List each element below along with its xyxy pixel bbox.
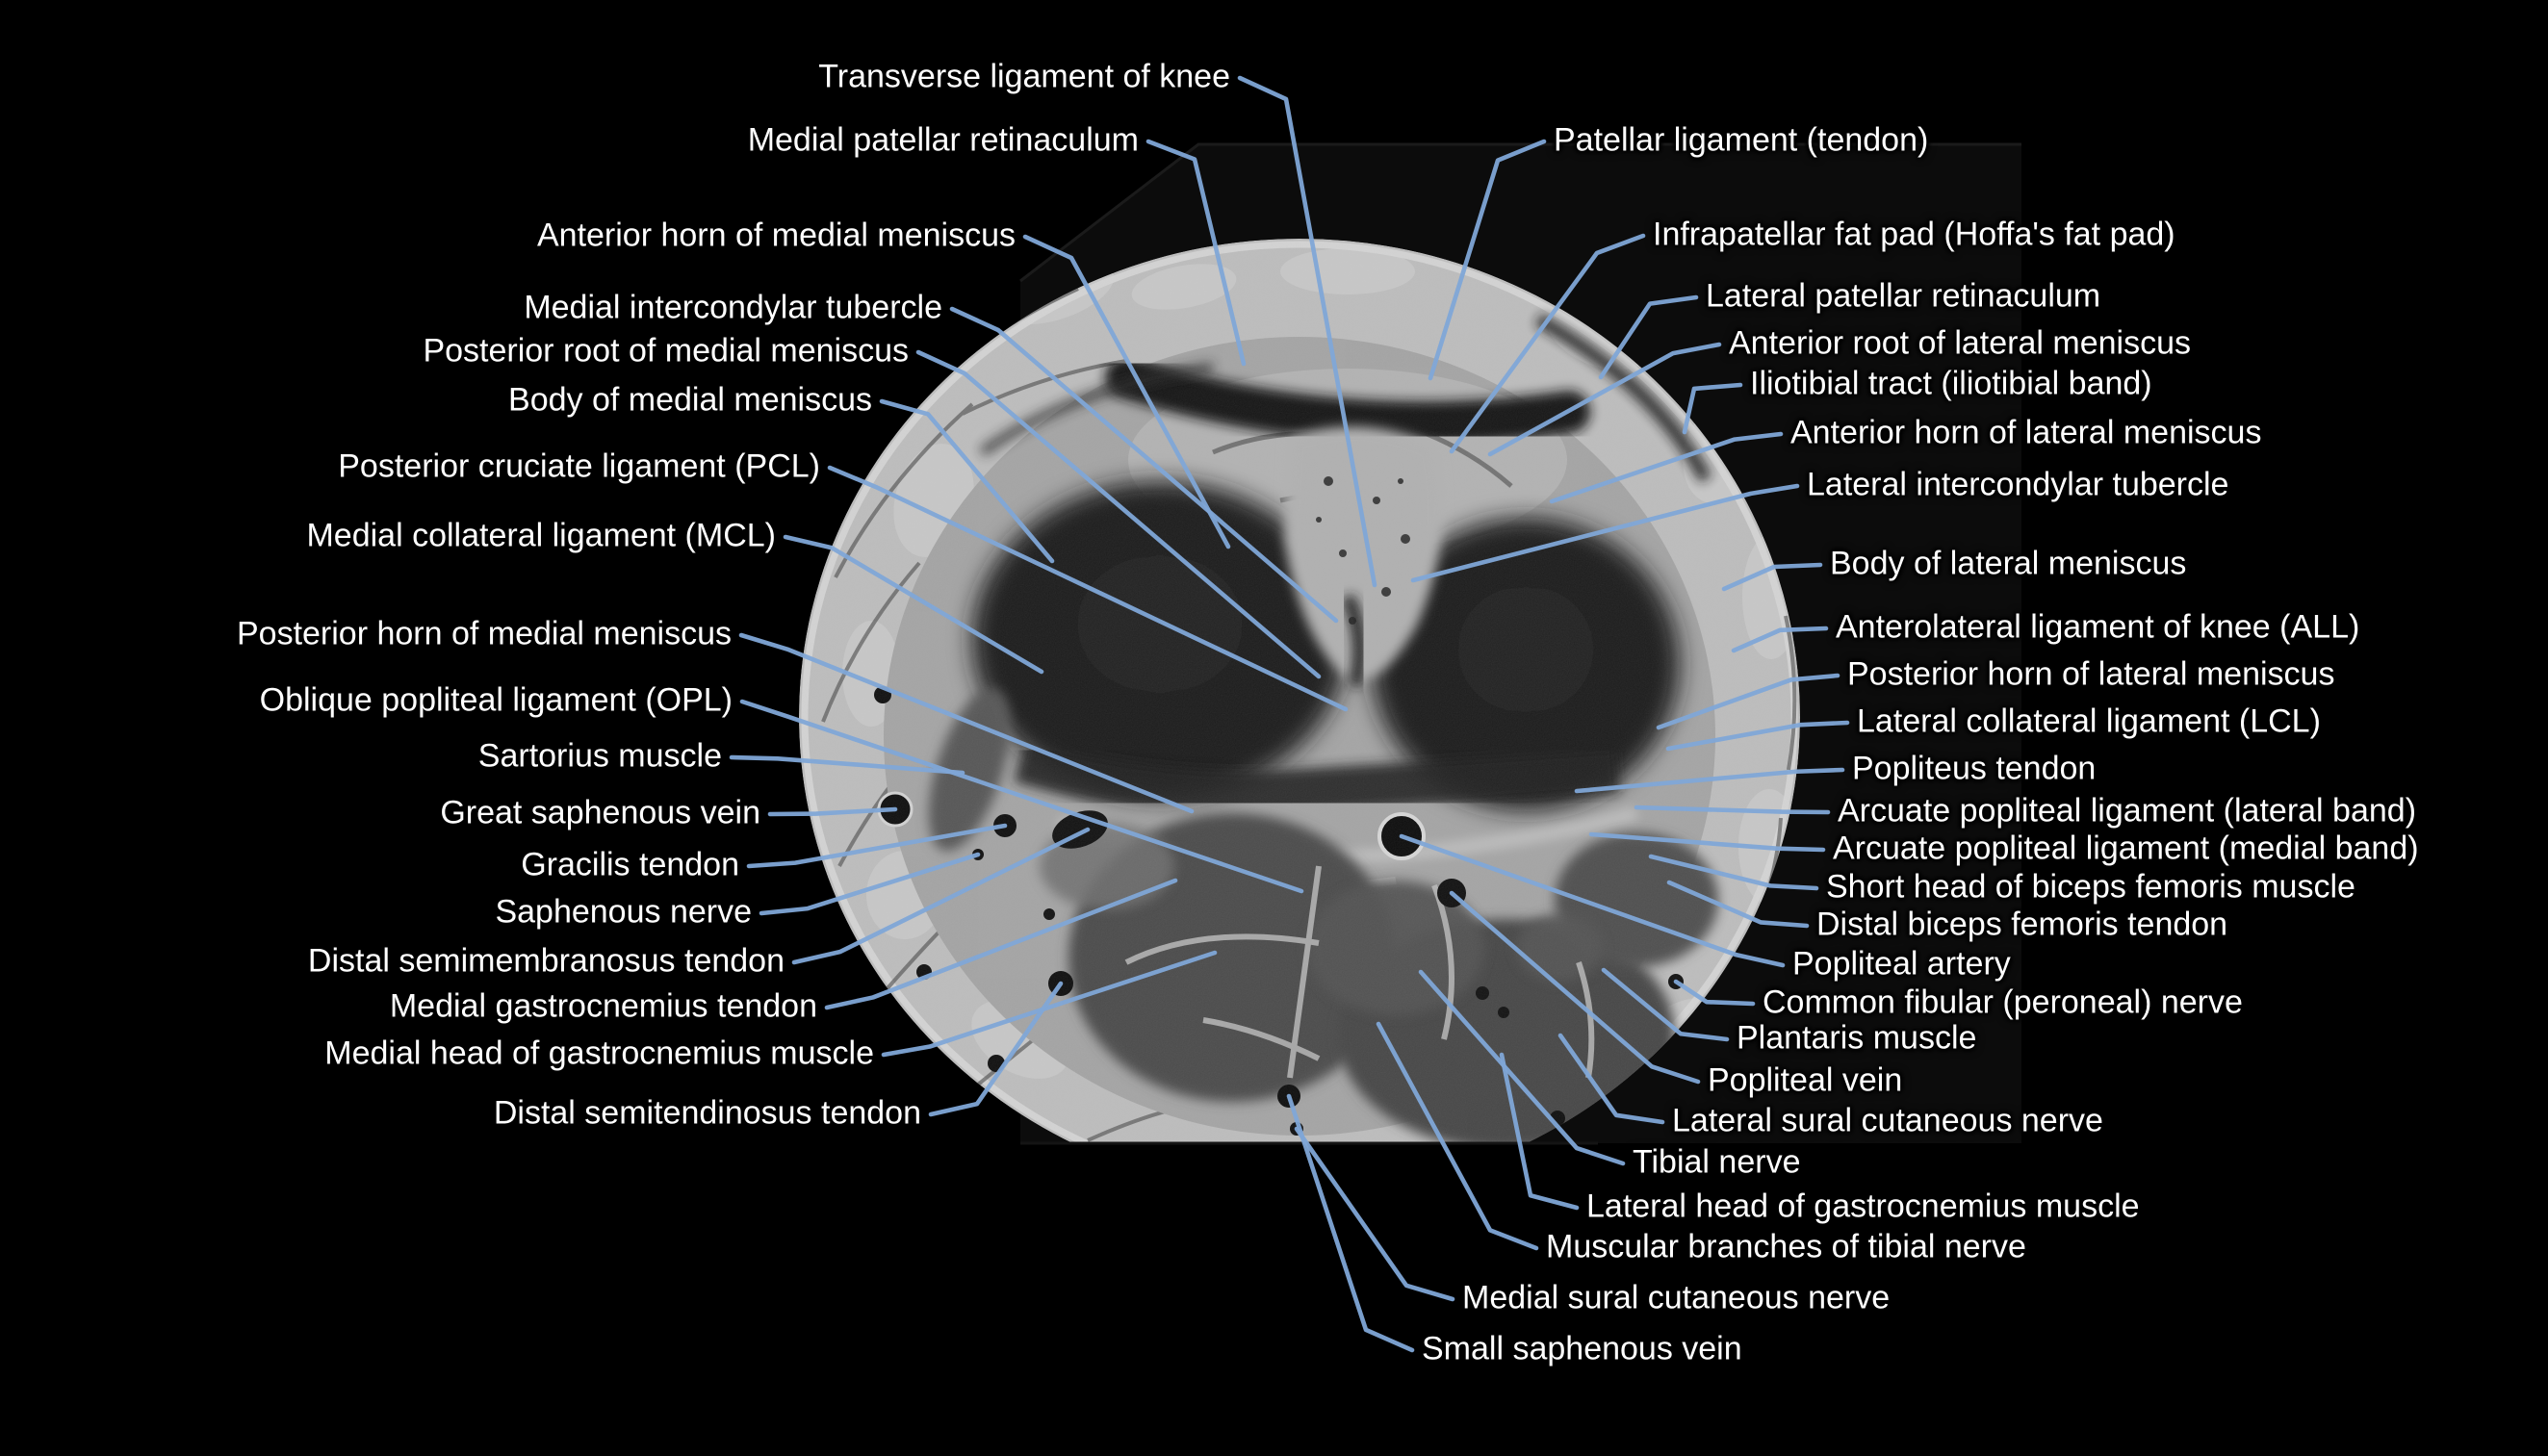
leader-line-lateral-head-of-gastrocnemius-muscle <box>1499 1052 1580 1211</box>
leader-line-tibial-nerve <box>1418 969 1626 1166</box>
leader-line-medial-sural-cutaneous-nerve <box>1294 1126 1455 1302</box>
leader-line-medial-patellar-retinaculum <box>1145 139 1247 367</box>
leader-line-patellar-ligament <box>1428 139 1547 381</box>
leader-line-gracilis-tendon <box>746 823 1008 869</box>
anatomy-label-medial-head-of-gastrocnemius-muscle: Medial head of gastrocnemius muscle <box>324 1035 874 1072</box>
leader-line-lateral-collateral-ligament <box>1665 720 1850 752</box>
leader-line-medial-collateral-ligament <box>783 534 1044 675</box>
anatomy-label-plantaris-muscle: Plantaris muscle <box>1737 1019 1977 1057</box>
anatomy-label-patellar-ligament: Patellar ligament (tendon) <box>1554 121 1929 159</box>
leader-line-posterior-horn-of-lateral-meniscus <box>1656 673 1840 730</box>
anatomy-label-lateral-head-of-gastrocnemius-muscle: Lateral head of gastrocnemius muscle <box>1586 1188 2140 1225</box>
leader-line-arcuate-popliteal-ligament-lateral-band <box>1634 805 1831 815</box>
anatomy-label-popliteus-tendon: Popliteus tendon <box>1852 750 2097 787</box>
anatomy-label-lateral-sural-cutaneous-nerve: Lateral sural cutaneous nerve <box>1672 1102 2103 1139</box>
anatomy-label-lateral-patellar-retinaculum: Lateral patellar retinaculum <box>1706 277 2101 315</box>
anatomy-label-small-saphenous-vein: Small saphenous vein <box>1422 1330 1742 1367</box>
leader-line-common-fibular-nerve <box>1673 979 1756 1007</box>
leader-line-posterior-root-of-medial-meniscus <box>915 349 1322 679</box>
leader-line-body-of-medial-meniscus <box>879 398 1055 564</box>
leader-line-medial-head-of-gastrocnemius-muscle <box>881 950 1218 1058</box>
anatomy-label-posterior-cruciate-ligament: Posterior cruciate ligament (PCL) <box>338 447 820 485</box>
anatomy-label-arcuate-popliteal-ligament-medial-band: Arcuate popliteal ligament (medial band) <box>1833 830 2419 867</box>
anatomy-label-iliotibial-tract: Iliotibial tract (iliotibial band) <box>1750 365 2152 402</box>
leader-line-popliteal-artery <box>1399 833 1786 968</box>
anatomy-label-popliteal-vein: Popliteal vein <box>1708 1061 1903 1099</box>
anatomy-label-anterolateral-ligament-of-knee: Anterolateral ligament of knee (ALL) <box>1836 608 2360 646</box>
anatomy-label-oblique-popliteal-ligament: Oblique popliteal ligament (OPL) <box>259 681 733 719</box>
anatomy-label-posterior-horn-of-lateral-meniscus: Posterior horn of lateral meniscus <box>1847 655 2335 693</box>
anatomy-label-medial-collateral-ligament: Medial collateral ligament (MCL) <box>306 517 776 554</box>
leader-line-distal-biceps-femoris-tendon <box>1666 880 1810 929</box>
leader-line-arcuate-popliteal-ligament-medial-band <box>1588 831 1826 853</box>
anatomy-label-posterior-horn-of-medial-meniscus: Posterior horn of medial meniscus <box>236 615 732 652</box>
leader-line-great-saphenous-vein <box>767 806 898 817</box>
leader-line-muscular-branches-of-tibial-nerve <box>1376 1021 1539 1251</box>
anatomy-label-distal-biceps-femoris-tendon: Distal biceps femoris tendon <box>1816 906 2228 943</box>
leader-line-lateral-sural-cutaneous-nerve <box>1557 1033 1665 1125</box>
anatomy-label-distal-semitendinosus-tendon: Distal semitendinosus tendon <box>493 1094 921 1132</box>
anatomy-label-transverse-ligament-of-knee: Transverse ligament of knee <box>818 58 1230 95</box>
leader-line-anterior-horn-of-lateral-meniscus <box>1549 431 1784 504</box>
anatomy-label-infrapatellar-fat-pad: Infrapatellar fat pad (Hoffa's fat pad) <box>1653 216 2175 253</box>
anatomy-label-medial-patellar-retinaculum: Medial patellar retinaculum <box>747 121 1139 159</box>
anatomy-label-tibial-nerve: Tibial nerve <box>1633 1143 1801 1181</box>
anatomy-label-common-fibular-nerve: Common fibular (peroneal) nerve <box>1763 983 2243 1021</box>
anatomy-label-great-saphenous-vein: Great saphenous vein <box>440 794 760 831</box>
leader-line-iliotibial-tract <box>1682 382 1743 435</box>
leader-line-distal-semitendinosus-tendon <box>928 981 1064 1117</box>
leader-line-medial-gastrocnemius-tendon <box>824 878 1178 1010</box>
anatomy-label-arcuate-popliteal-ligament-lateral-band: Arcuate popliteal ligament (lateral band… <box>1838 792 2417 830</box>
leader-line-body-of-lateral-meniscus <box>1721 562 1823 592</box>
leader-line-short-head-of-biceps-femoris-muscle <box>1648 854 1819 891</box>
anatomy-label-anterior-horn-of-medial-meniscus: Anterior horn of medial meniscus <box>536 217 1016 254</box>
anatomy-label-anterior-root-of-lateral-meniscus: Anterior root of lateral meniscus <box>1729 324 2191 362</box>
leader-line-oblique-popliteal-ligament <box>739 699 1304 894</box>
leader-line-anterior-horn-of-medial-meniscus <box>1022 234 1231 549</box>
leader-line-infrapatellar-fat-pad <box>1449 233 1646 454</box>
anatomy-label-medial-intercondylar-tubercle: Medial intercondylar tubercle <box>524 289 942 326</box>
anatomy-label-short-head-of-biceps-femoris-muscle: Short head of biceps femoris muscle <box>1826 868 2355 906</box>
leader-line-small-saphenous-vein <box>1286 1093 1415 1353</box>
leader-line-distal-semimembranosus-tendon <box>791 827 1091 965</box>
anatomy-label-saphenous-nerve: Saphenous nerve <box>495 893 752 931</box>
leader-line-posterior-horn-of-medial-meniscus <box>738 632 1195 814</box>
anatomy-label-medial-sural-cutaneous-nerve: Medial sural cutaneous nerve <box>1462 1279 1891 1316</box>
anatomy-label-lateral-collateral-ligament: Lateral collateral ligament (LCL) <box>1857 702 2321 740</box>
anatomy-label-body-of-lateral-meniscus: Body of lateral meniscus <box>1830 545 2187 582</box>
leader-line-popliteus-tendon <box>1574 767 1845 794</box>
leader-line-posterior-cruciate-ligament <box>827 465 1349 712</box>
anatomy-label-popliteal-artery: Popliteal artery <box>1792 945 2011 983</box>
anatomy-label-muscular-branches-of-tibial-nerve: Muscular branches of tibial nerve <box>1546 1228 2026 1265</box>
anatomy-label-sartorius-muscle: Sartorius muscle <box>477 737 722 775</box>
anatomy-label-medial-gastrocnemius-tendon: Medial gastrocnemius tendon <box>389 987 817 1025</box>
anatomy-label-gracilis-tendon: Gracilis tendon <box>521 846 739 883</box>
leader-line-transverse-ligament-of-knee <box>1237 75 1377 588</box>
leader-line-anterolateral-ligament-of-knee <box>1731 626 1829 653</box>
leader-line-plantaris-muscle <box>1601 967 1730 1042</box>
leader-line-anterior-root-of-lateral-meniscus <box>1487 342 1722 457</box>
leader-line-sartorius-muscle <box>729 754 965 776</box>
anatomy-label-anterior-horn-of-lateral-meniscus: Anterior horn of lateral meniscus <box>1790 414 2262 451</box>
leader-line-medial-intercondylar-tubercle <box>949 306 1339 624</box>
leader-line-lateral-patellar-retinaculum <box>1598 294 1699 380</box>
anatomy-label-lateral-intercondylar-tubercle: Lateral intercondylar tubercle <box>1807 466 2229 503</box>
leader-line-lateral-intercondylar-tubercle <box>1410 483 1800 583</box>
anatomy-label-posterior-root-of-medial-meniscus: Posterior root of medial meniscus <box>423 332 909 370</box>
anatomy-label-distal-semimembranosus-tendon: Distal semimembranosus tendon <box>307 942 785 980</box>
anatomy-label-body-of-medial-meniscus: Body of medial meniscus <box>508 381 872 419</box>
leader-line-popliteal-vein <box>1449 890 1701 1085</box>
leader-line-saphenous-nerve <box>759 852 981 916</box>
